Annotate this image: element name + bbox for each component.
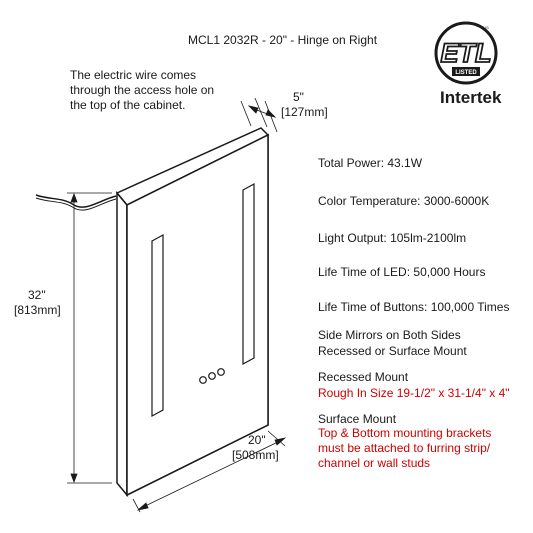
feature-mount-options: Recessed or Surface Mount: [318, 344, 467, 358]
touch-button-2: [208, 372, 216, 380]
height-label: 32": [28, 288, 46, 302]
recessed-heading: Recessed Mount: [318, 370, 409, 384]
wire-note-line-1: The electric wire comes: [70, 68, 197, 82]
wire-note-line-2: through the access hole on: [70, 83, 215, 97]
diagram-title: MCL1 2032R - 20" - Hinge on Right: [188, 33, 378, 47]
width-mm-label: [508mm]: [232, 448, 279, 462]
led-strip-left: [151, 233, 164, 418]
led-strip-right: [242, 182, 255, 366]
surface-heading: Surface Mount: [318, 412, 397, 426]
width-label: 20": [248, 433, 266, 447]
depth-label: 5": [293, 90, 304, 104]
svg-text:US: US: [483, 25, 489, 30]
surface-detail-line-1: Top & Bottom mounting brackets: [318, 426, 492, 440]
spec-button-lifetime: Life Time of Buttons: 100,000 Times: [318, 300, 510, 314]
intertek-label: Intertek: [440, 88, 502, 107]
spec-color-temperature: Color Temperature: 3000-6000K: [318, 194, 490, 208]
svg-text:LISTED: LISTED: [455, 70, 477, 76]
touch-button-3: [217, 368, 225, 376]
depth-mm-label: [127mm]: [281, 105, 328, 119]
spec-led-lifetime: Life Time of LED: 50,000 Hours: [318, 265, 486, 279]
width-dimension-line: [132, 430, 287, 513]
etl-listed-mark: ETL LISTED US: [434, 21, 498, 85]
spec-total-power: Total Power: 43.1W: [318, 156, 423, 170]
touch-button-1: [199, 376, 207, 384]
surface-detail-line-2: must be attached to furring strip/: [318, 441, 491, 455]
spec-light-output: Light Output: 105lm-2100lm: [318, 231, 467, 245]
wire-note-line-3: the top of the cabinet.: [70, 98, 186, 112]
surface-detail-line-3: channel or wall studs: [318, 456, 431, 470]
feature-side-mirrors: Side Mirrors on Both Sides: [318, 328, 461, 342]
recessed-detail: Rough In Size 19-1/2" x 31-1/4" x 4": [318, 386, 510, 400]
height-dimension-line: [67, 192, 112, 484]
height-mm-label: [813mm]: [14, 303, 61, 317]
svg-text:ETL: ETL: [441, 38, 492, 68]
depth-dimension-line: [240, 97, 278, 133]
